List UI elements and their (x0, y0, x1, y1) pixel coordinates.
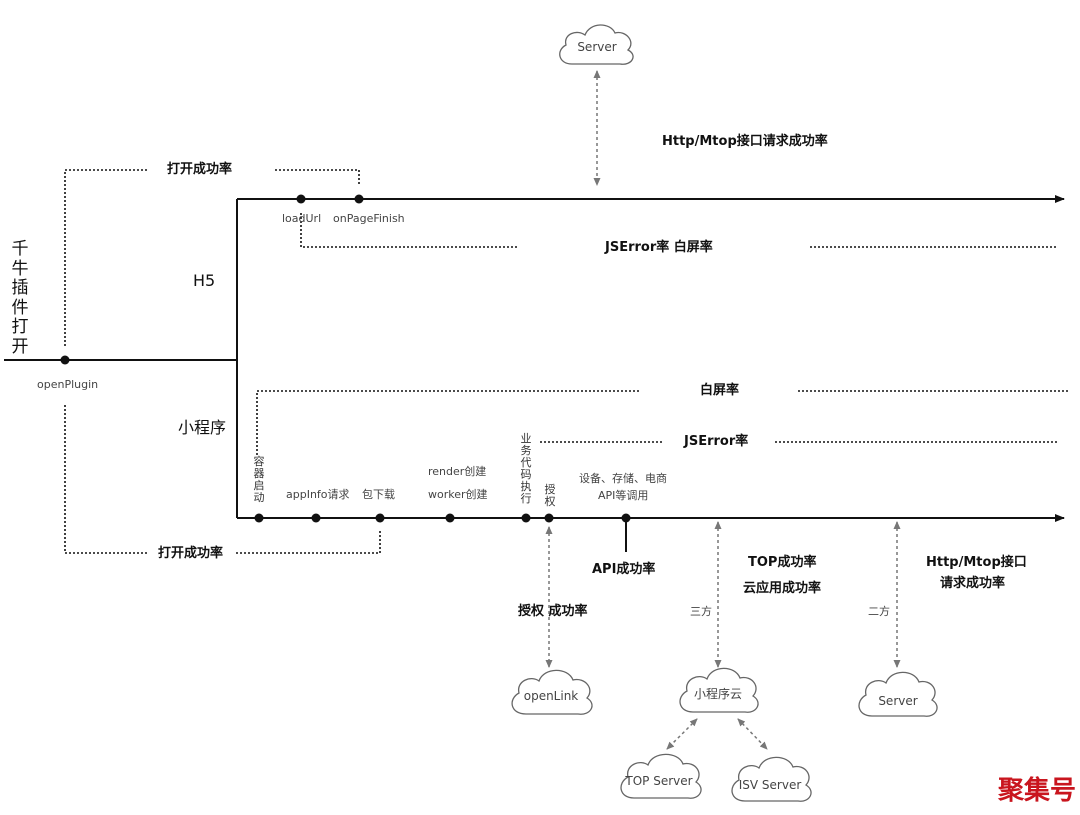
app-info-label: appInfo请求 (286, 488, 350, 501)
server-top-cloud (559, 24, 634, 65)
business-code-node (521, 513, 531, 523)
package-download-node (375, 513, 385, 523)
server-bottom-cloud (858, 671, 938, 717)
auth-success-label: 授权 成功率 (518, 604, 588, 619)
isv-server-arrow (737, 718, 768, 750)
mini-cloud-cloud (679, 667, 759, 713)
open-plugin-node (60, 355, 70, 365)
second-party-label: 二方 (868, 605, 890, 618)
isv-server-cloud (731, 756, 812, 802)
top-success-label: TOP成功率 (748, 555, 817, 570)
package-download-label: 包下载 (362, 488, 395, 501)
white-screen-bracket-left (256, 390, 640, 455)
watermark: 聚集号 (998, 776, 1077, 806)
device-api-label-line2: API等调用 (598, 489, 649, 502)
isv-server-label: ISV Server (739, 778, 802, 792)
third-party-label: 三方 (690, 605, 712, 618)
open-success-bottom-bracket (64, 405, 148, 554)
open-success-bottom-bracket-right (236, 530, 381, 554)
container-start-label: 容器启动 (253, 455, 265, 505)
container-start-node (254, 513, 264, 523)
device-api-label-line1: 设备、存储、电商 (579, 472, 667, 485)
left-title: 千牛插件打开 (11, 239, 29, 357)
mini-cloud-label: 小程序云 (694, 686, 742, 701)
open-success-bottom-label: 打开成功率 (158, 546, 224, 561)
jserror-label: JSError率 (684, 434, 749, 449)
auth-label: 授权 (544, 483, 556, 509)
api-success-label: API成功率 (592, 562, 656, 577)
h5-branch-label: H5 (193, 271, 216, 290)
http-mtop-bottom-label-line2: 请求成功率 (940, 576, 1006, 591)
auth-node (544, 513, 554, 523)
open-success-top-bracket-right (275, 169, 360, 186)
http-mtop-bottom-label-line1: Http/Mtop接口 (926, 555, 1027, 570)
top-server-arrow (666, 718, 698, 750)
on-page-finish-node (354, 194, 364, 204)
open-plugin-label: openPlugin (37, 378, 99, 391)
render-create-label: render创建 (428, 465, 487, 478)
app-info-node (311, 513, 321, 523)
http-mtop-top-label: Http/Mtop接口请求成功率 (662, 134, 828, 149)
open-link-cloud (511, 669, 593, 715)
worker-create-label: worker创建 (428, 488, 488, 501)
render-worker-node (445, 513, 455, 523)
open-success-top-bracket (64, 169, 148, 346)
business-code-label: 业务代码执行 (520, 432, 532, 506)
h5-jserror-white-screen-label: JSError率 白屏率 (605, 240, 713, 255)
mini-program-branch-label: 小程序 (178, 418, 227, 437)
top-server-label: TOP Server (624, 774, 692, 788)
load-url-label: loadUrl (282, 212, 322, 225)
open-link-label: openLink (524, 689, 579, 703)
load-url-node (296, 194, 306, 204)
cloud-app-success-label: 云应用成功率 (743, 581, 822, 596)
server-bottom-label: Server (878, 694, 917, 708)
server-top-label: Server (577, 40, 616, 54)
open-success-top-label: 打开成功率 (167, 162, 233, 177)
top-server-cloud (620, 753, 702, 799)
device-api-node (621, 513, 631, 523)
h5-jserror-bracket-left (300, 213, 518, 248)
white-screen-label: 白屏率 (700, 383, 740, 398)
on-page-finish-label: onPageFinish (333, 212, 405, 225)
